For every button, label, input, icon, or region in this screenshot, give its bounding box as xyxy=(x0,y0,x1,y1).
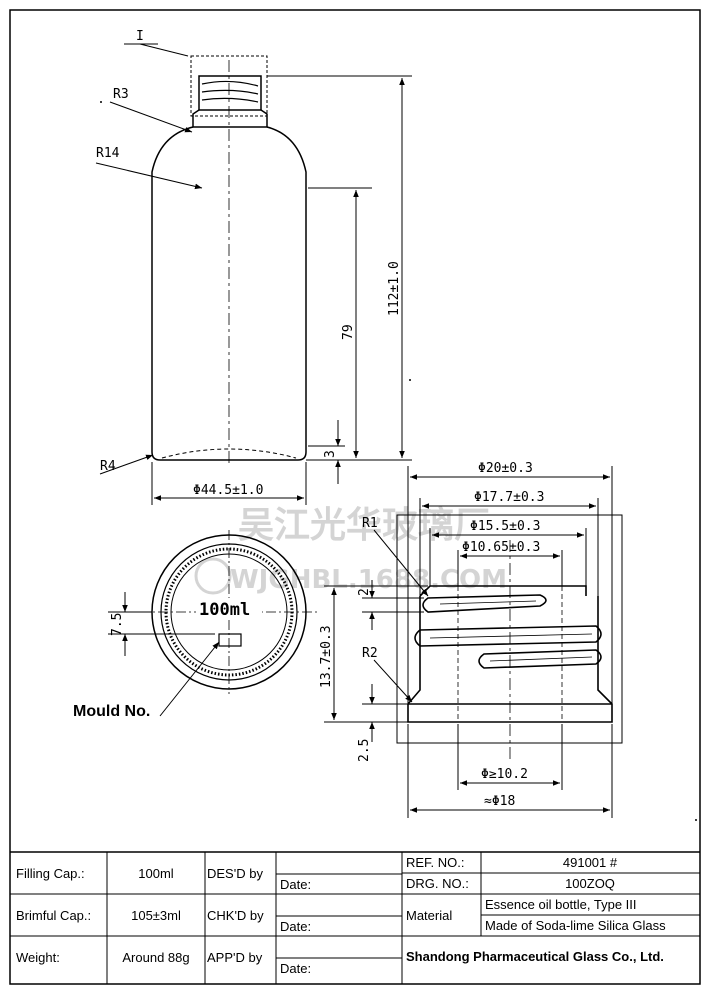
r3-label: R3 xyxy=(113,87,129,102)
dot-marker-2 xyxy=(409,379,411,381)
neck-ring xyxy=(192,109,268,128)
checked-by-label: CHK'D by xyxy=(207,908,264,923)
checked-date-label: Date: xyxy=(280,919,311,934)
bore-dim: Φ10.65±0.3 xyxy=(462,540,540,555)
finish-dimensions xyxy=(324,466,613,818)
drg-no-value: 100ZOQ xyxy=(565,876,615,891)
watermark: 吴江光华玻璃厂 WJGHBL.1688.COM xyxy=(194,505,507,595)
radius-leaders xyxy=(95,101,203,475)
filling-cap-label: Filling Cap.: xyxy=(16,866,85,881)
thread-pitch-dim: 2 xyxy=(357,588,372,596)
body-diameter-dim: Φ44.5±1.0 xyxy=(193,483,263,498)
r2-label: R2 xyxy=(362,646,378,661)
r1-label: R1 xyxy=(362,516,378,531)
approved-date-label: Date: xyxy=(280,961,311,976)
base-ring-dim: 2.5 xyxy=(357,739,372,762)
company-name: Shandong Pharmaceutical Glass Co., Ltd. xyxy=(406,949,664,964)
material-line-1: Essence oil bottle, Type III xyxy=(485,897,637,912)
total-height-dim: 112±1.0 xyxy=(387,261,402,316)
brimful-cap-label: Brimful Cap.: xyxy=(16,908,91,923)
watermark-website: WJGHBL.1688.COM xyxy=(230,565,507,595)
ref-no-label: REF. NO.: xyxy=(406,855,465,870)
finish-detail xyxy=(396,514,623,760)
bottle-base-dash xyxy=(161,448,297,459)
ref-no-value: 491001 # xyxy=(563,855,618,870)
material-line-2: Made of Soda-lime Silica Glass xyxy=(485,918,666,933)
thread-bead-1 xyxy=(422,594,547,613)
detail-marker xyxy=(124,43,268,117)
mould-number-box xyxy=(218,633,242,647)
emboss-capacity-text: 100ml xyxy=(199,600,250,620)
bore-min-dim: Φ≥10.2 xyxy=(481,767,528,782)
designed-date-label: Date: xyxy=(280,877,311,892)
r14-label: R14 xyxy=(96,146,120,161)
mould-no-label: Mould No. xyxy=(73,703,150,720)
weight-value: Around 88g xyxy=(122,950,189,965)
emboss-offset-dim: 7.5 xyxy=(110,613,125,636)
bottom-view-dims xyxy=(108,592,220,717)
bottle-finish xyxy=(198,75,262,111)
material-label: Material xyxy=(406,908,452,923)
watermark-logo-icon xyxy=(194,557,232,595)
approved-by-label: APP'D by xyxy=(207,950,263,965)
drg-no-label: DRG. NO.: xyxy=(406,876,469,891)
base-offset-dim: 3 xyxy=(323,450,338,458)
thread-bead-3 xyxy=(478,649,602,669)
thread-lines xyxy=(201,80,259,103)
neck-approx-dim: ≈Φ18 xyxy=(484,794,515,809)
filling-cap-value: 100ml xyxy=(138,866,174,881)
detail-marker-label: I xyxy=(136,29,144,44)
thread-outer-dim: Φ17.7±0.3 xyxy=(474,490,544,505)
watermark-brand: 吴江光华玻璃厂 xyxy=(238,505,490,546)
bottle-side-view xyxy=(151,60,307,465)
dot-marker xyxy=(100,101,102,103)
brimful-cap-value: 105±3ml xyxy=(131,908,181,923)
vertical-dimensions xyxy=(151,75,412,505)
detail-border xyxy=(396,514,623,744)
r4-label: R4 xyxy=(100,459,116,474)
neck-outer-dim: Φ20±0.3 xyxy=(478,461,533,476)
thread-inner-dim: Φ15.5±0.3 xyxy=(470,519,540,534)
drawing-frame xyxy=(9,9,701,985)
title-block-grid xyxy=(10,851,700,984)
thread-bead-2 xyxy=(414,625,602,647)
designed-by-label: DES'D by xyxy=(207,866,263,881)
shoulder-height-dim: 79 xyxy=(341,324,356,340)
neck-height-dim: 13.7±0.3 xyxy=(319,625,334,688)
weight-label: Weight: xyxy=(16,950,60,965)
